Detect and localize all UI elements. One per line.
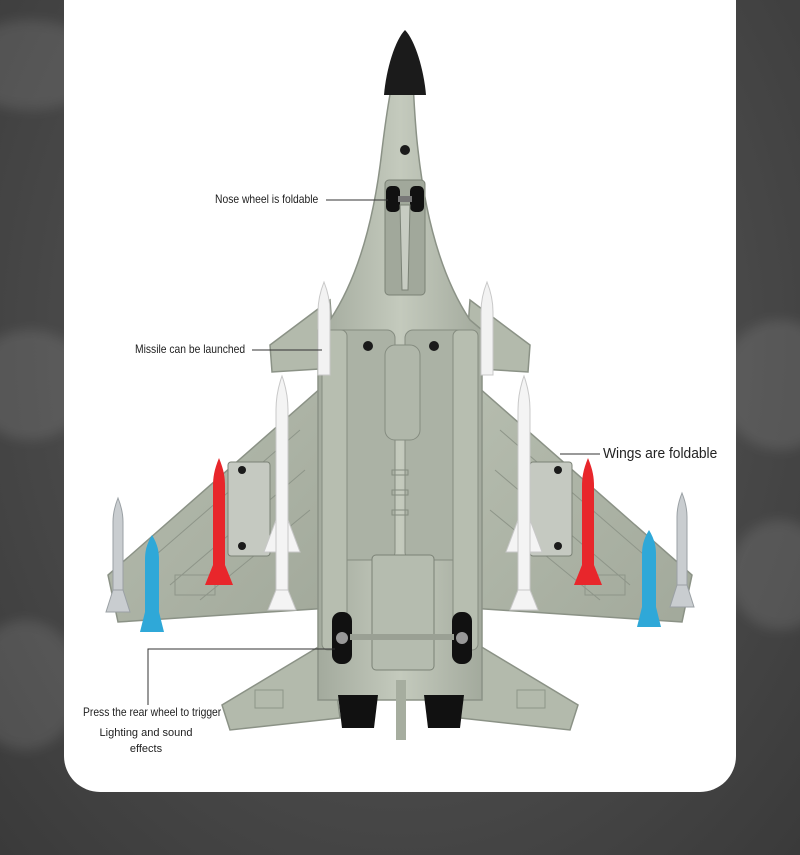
callout-missile: Missile can be launched xyxy=(135,342,246,356)
missile-white-top-right xyxy=(480,280,494,376)
callout-effects-line1: Lighting and sound xyxy=(99,727,193,739)
missile-blue-left xyxy=(140,535,164,632)
nose-cone xyxy=(384,30,426,95)
missile-grey-left xyxy=(105,496,131,613)
nose-wheel xyxy=(386,186,424,291)
right-wing xyxy=(469,378,693,623)
missile-blue-right xyxy=(637,530,661,627)
callout-rear-wheel: Press the rear wheel to trigger xyxy=(83,705,222,719)
missile-red-right xyxy=(574,458,602,585)
rear-wheel-right xyxy=(452,612,472,664)
missile-white-top-left xyxy=(317,280,331,376)
missile-white-left xyxy=(263,374,301,611)
callout-nose-wheel: Nose wheel is foldable xyxy=(215,192,319,206)
callout-wings: Wings are foldable xyxy=(603,445,718,462)
missile-white-right xyxy=(505,374,543,611)
missile-grey-right xyxy=(669,491,695,608)
missile-red-left xyxy=(205,458,233,585)
rear-wheel-left xyxy=(332,612,352,664)
callout-effects-line2: effects xyxy=(129,743,163,755)
